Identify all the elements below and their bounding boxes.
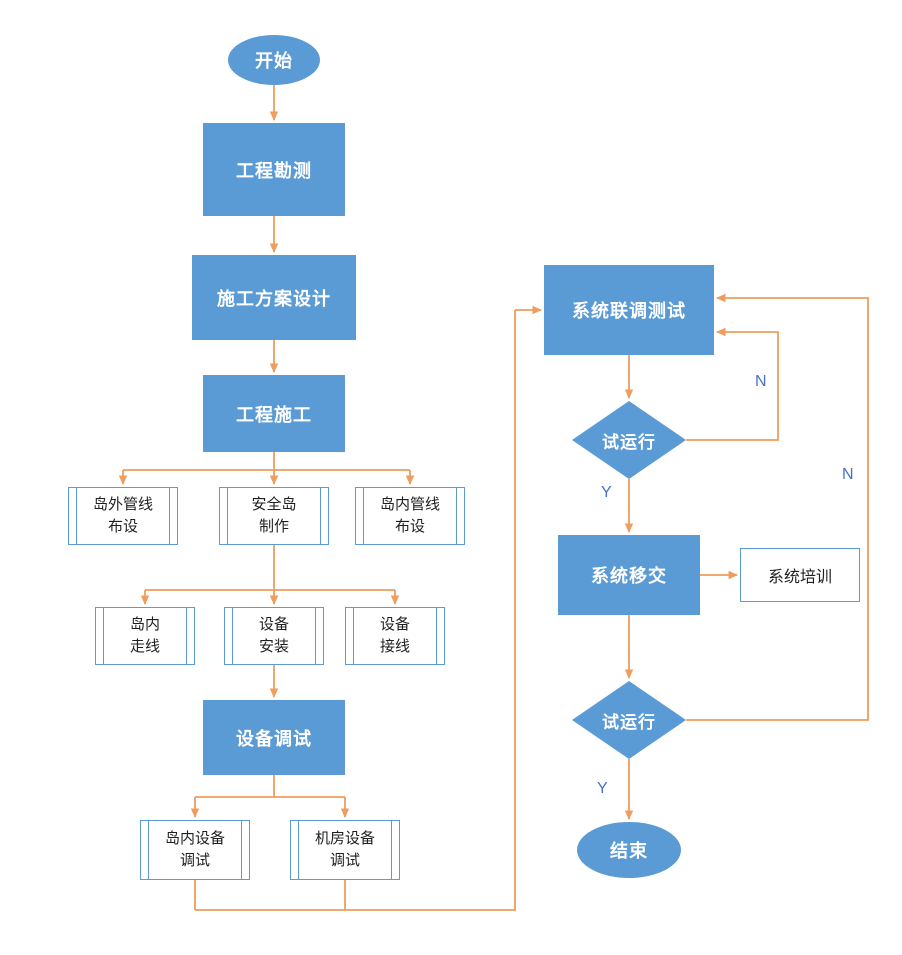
- node-equipment-wiring: 设备 接线: [345, 607, 445, 665]
- node-equipment-install: 设备 安装: [224, 607, 324, 665]
- node-end-terminator: 结束: [577, 822, 681, 878]
- node-engineering-survey: 工程勘测: [203, 123, 345, 216]
- node-inside-island-wiring: 岛内 走线: [95, 607, 195, 665]
- node-equipment-debug: 设备调试: [203, 700, 345, 775]
- node-system-handover: 系统移交: [558, 535, 700, 615]
- branch-label-trial1-no: N: [755, 373, 767, 390]
- node-construction-plan-design: 施工方案设计: [192, 255, 356, 340]
- node-island-equipment-debug: 岛内设备 调试: [140, 820, 250, 880]
- node-start-terminator: 开始: [228, 35, 320, 85]
- flow-arrows: [118, 85, 869, 911]
- node-room-equipment-debug: 机房设备 调试: [290, 820, 400, 880]
- branch-label-trial2-no: N: [842, 466, 854, 483]
- node-system-training: 系统培训: [740, 548, 860, 602]
- node-safety-island-build: 安全岛 制作: [219, 487, 329, 545]
- node-system-joint-test: 系统联调测试: [544, 265, 714, 355]
- branch-label-trial2-yes: Y: [597, 780, 608, 797]
- arrow-trial1-no-loop: [686, 327, 779, 441]
- arrow-merge-to-joint-test: [195, 310, 516, 911]
- node-outside-island-pipeline: 岛外管线 布设: [68, 487, 178, 545]
- node-engineering-construction: 工程施工: [203, 375, 345, 452]
- arrow-trial2-no-loop: [686, 293, 869, 721]
- branch-label-trial1-yes: Y: [601, 484, 612, 501]
- node-inside-island-pipeline: 岛内管线 布设: [355, 487, 465, 545]
